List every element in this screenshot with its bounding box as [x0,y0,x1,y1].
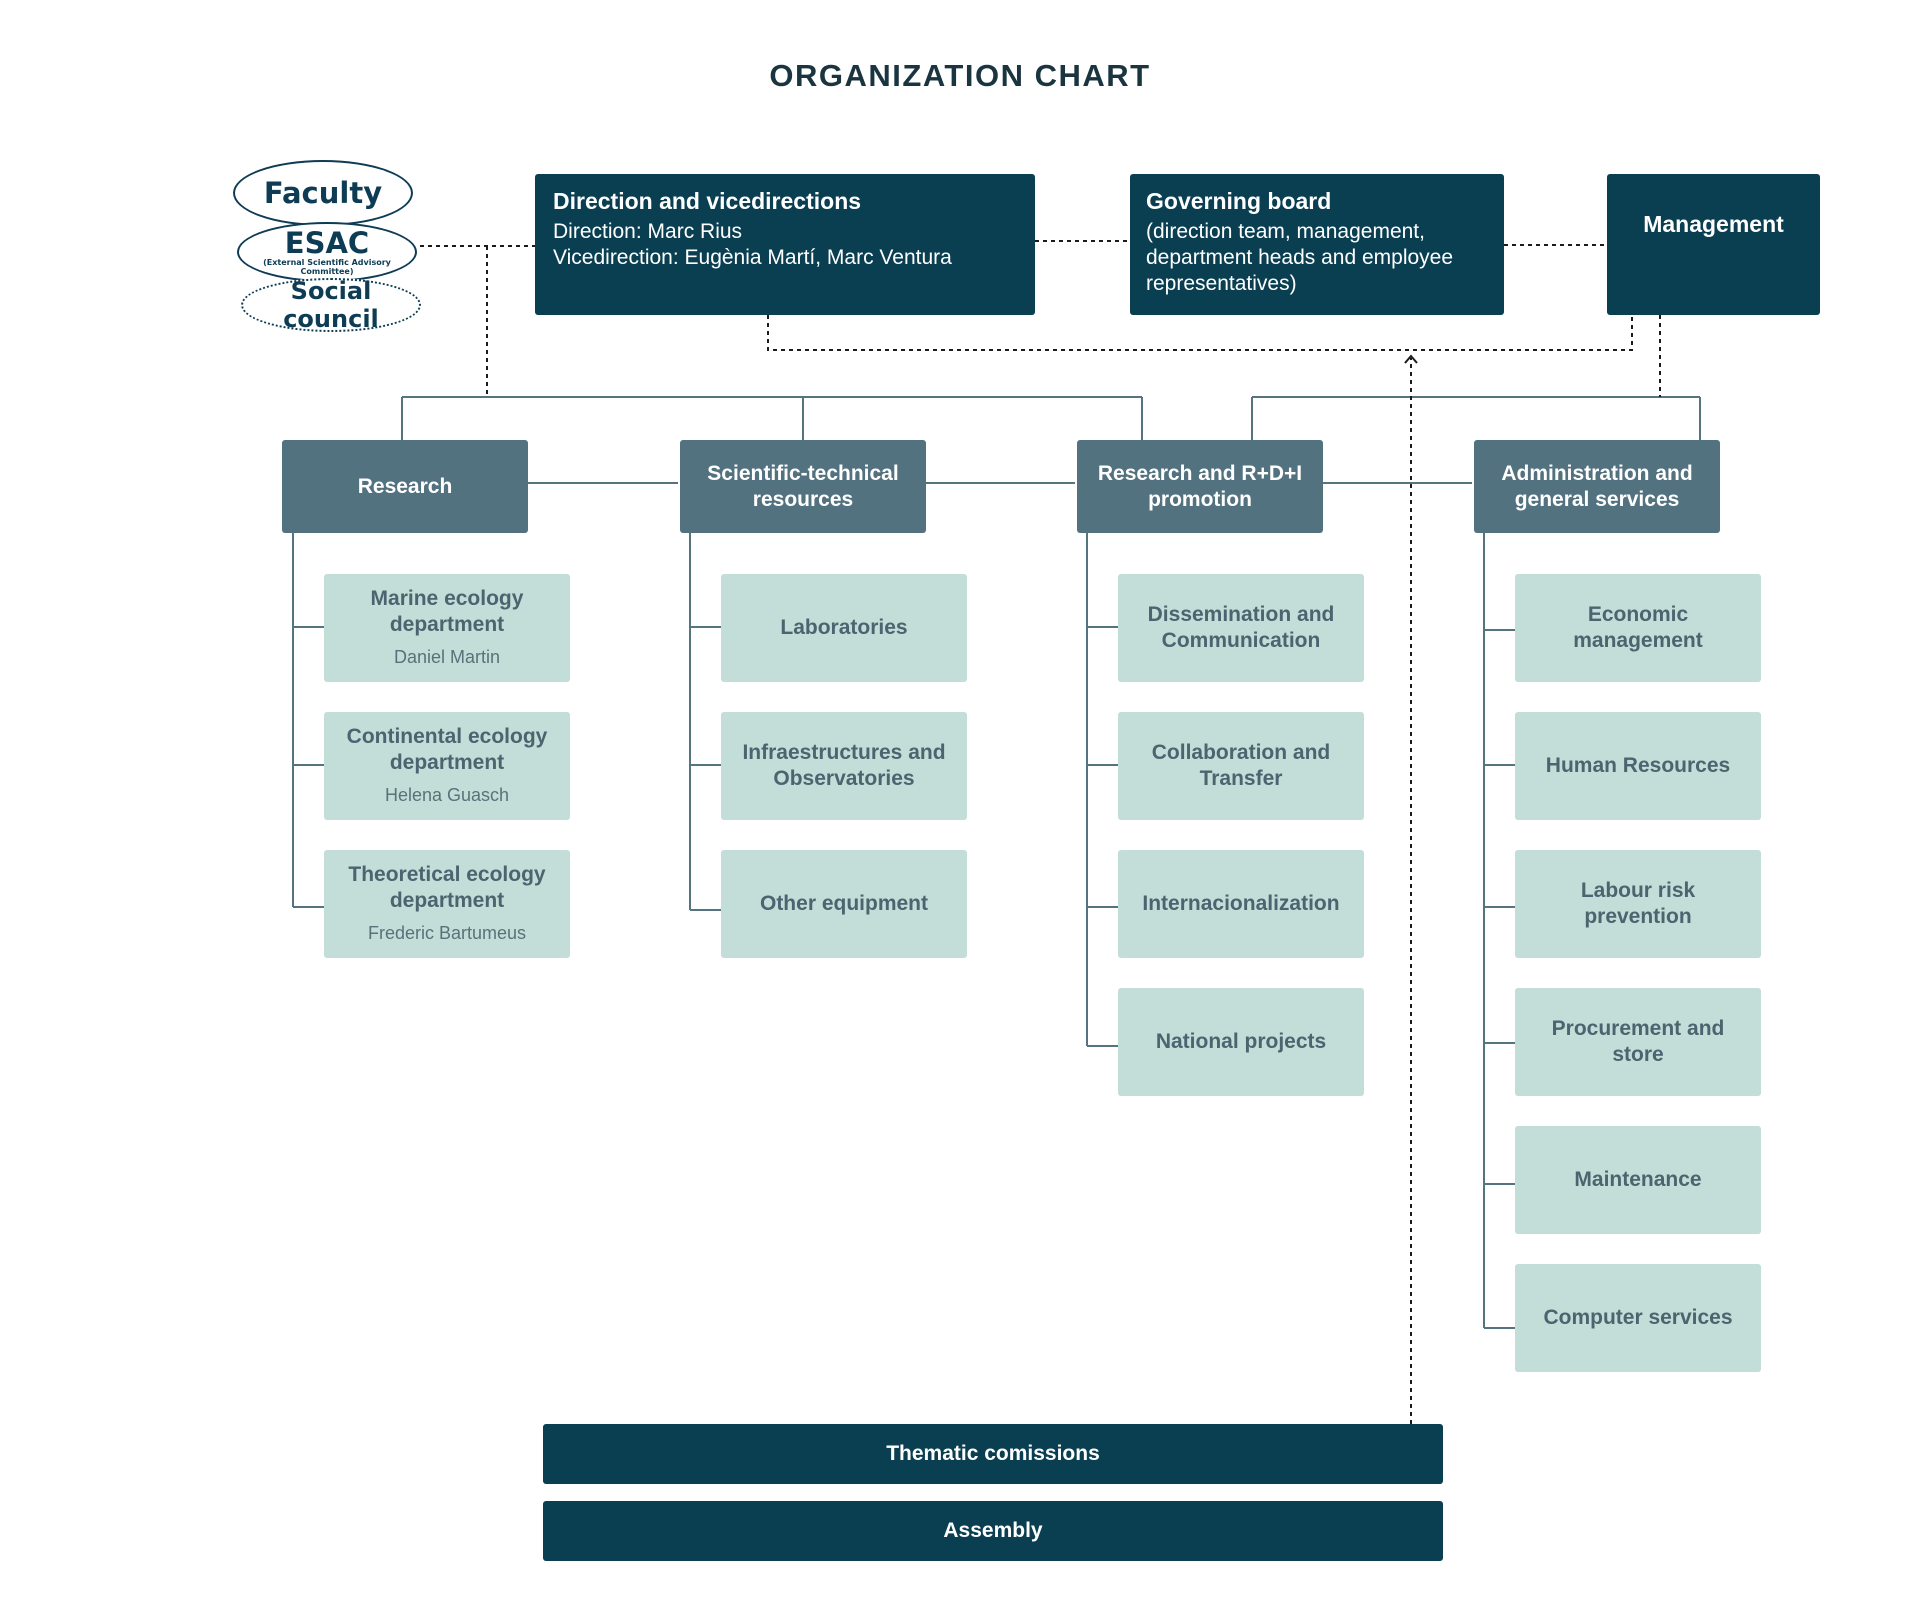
research-tree [292,532,324,908]
area-label: Research and R+D+I promotion [1097,461,1303,511]
promo-tree [1086,532,1118,1047]
unit-human-resources: Human Resources [1515,712,1761,820]
unit-computer-services: Computer services [1515,1264,1761,1372]
unit-infrastructures: Infraestructures and Observatories [721,712,967,820]
governing-board-title: Governing board [1146,188,1332,214]
governing-board-body: (direction team, management, department … [1146,220,1454,295]
unit-label: Laboratories [780,616,908,639]
vicedirection-line: Vicedirection: Eugènia Martí, Marc Ventu… [553,246,952,269]
chart-title: ORGANIZATION CHART [769,58,1151,93]
unit-marine-ecology: Marine ecology department Daniel Martin [324,574,570,682]
unit-theoretical-ecology: Theoretical ecology department Frederic … [324,850,570,958]
unit-economic-management: Economic management [1515,574,1761,682]
unit-label: Infraestructures and Observatories [742,741,946,790]
unit-label: Marine ecology department [370,587,524,636]
esac-label: ESAC [284,226,370,260]
unit-label: Labour risk prevention [1580,879,1696,928]
unit-label: Human Resources [1545,754,1731,777]
area-label: Scientific-technical resources [707,461,899,511]
management-title: Management [1643,211,1784,237]
social-council-label: Social council [283,277,379,333]
unit-internationalization: Internacionalization [1118,850,1364,958]
admin-tree [1483,532,1515,1329]
sci-tree [689,532,721,911]
unit-person: Daniel Martin [393,647,501,667]
governing-board-box: Governing board (direction team, managem… [1130,174,1504,315]
unit-label: Computer services [1543,1306,1733,1329]
assembly-bar: Assembly [543,1501,1443,1561]
unit-label: Other equipment [759,892,928,915]
social-council-node: Social council [241,277,421,333]
unit-laboratories: Laboratories [721,574,967,682]
bus-left [401,396,1143,440]
direction-box: Direction and vicedirections Direction: … [535,174,1035,315]
unit-label: Procurement and store [1551,1017,1725,1066]
thematic-commissions-bar: Thematic comissions [543,1424,1443,1484]
unit-collaboration: Collaboration and Transfer [1118,712,1364,820]
faculty-node: Faculty [233,160,413,226]
arrow-head [1404,354,1418,364]
dotted-top [1035,240,1607,246]
dotted-loop [767,315,1633,351]
faculty-label: Faculty [263,176,383,210]
unit-continental-ecology: Continental ecology department Helena Gu… [324,712,570,820]
area-research: Research [282,440,528,533]
unit-label: Economic management [1573,603,1703,652]
direction-line: Direction: Marc Rius [553,220,743,243]
management-box: Management [1607,174,1820,315]
bus-right [1251,396,1701,440]
unit-person: Helena Guasch [384,785,510,805]
unit-label: Theoretical ecology department [348,863,546,912]
esac-node: ESAC (External Scientific Advisory Commi… [237,222,417,282]
unit-other-equipment: Other equipment [721,850,967,958]
unit-labour-risk: Labour risk prevention [1515,850,1761,958]
esac-sub-label: (External Scientific Advisory Committee) [263,258,391,276]
area-label: Research [357,474,453,498]
unit-national-projects: National projects [1118,988,1364,1096]
unit-label: Continental ecology department [346,725,548,774]
area-label: Administration and general services [1501,461,1693,511]
unit-label: Collaboration and Transfer [1151,741,1331,790]
unit-person: Frederic Bartumeus [367,923,527,943]
dotted-external [420,245,535,397]
area-scientific-technical: Scientific-technical resources [680,440,926,533]
direction-title: Direction and vicedirections [553,188,862,214]
thematic-commissions-label: Thematic comissions [886,1442,1100,1465]
unit-maintenance: Maintenance [1515,1126,1761,1234]
unit-label: Maintenance [1574,1168,1702,1191]
unit-label: Internacionalization [1142,892,1340,915]
unit-label: Dissemination and Communication [1147,603,1335,652]
unit-label: National projects [1155,1030,1327,1053]
area-promotion: Research and R+D+I promotion [1077,440,1323,533]
area-administration: Administration and general services [1474,440,1720,533]
unit-dissemination: Dissemination and Communication [1118,574,1364,682]
assembly-label: Assembly [943,1519,1043,1542]
unit-procurement: Procurement and store [1515,988,1761,1096]
